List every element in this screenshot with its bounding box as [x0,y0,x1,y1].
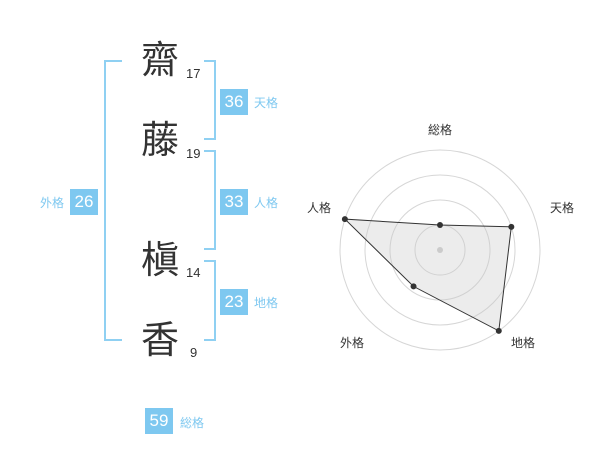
jinkaku-value: 33 [220,189,248,215]
chikaku-label: 地格 [254,296,279,310]
radar-axis-label-tenkaku: 天格 [550,201,575,215]
jinkaku-bracket [204,150,216,250]
stroke-count-1: 17 [186,66,201,81]
radar-ring [364,174,516,326]
name-char-4: 香 [140,318,179,362]
gaikaku-value: 26 [70,189,98,215]
radar-point [341,216,348,223]
tenkaku-bracket [204,60,216,140]
name-char-3: 槇 [140,238,179,282]
radar-point [437,222,443,228]
name-char-1: 齋 [140,38,179,82]
radar-axis-label-gaikaku: 外格 [340,336,365,350]
radar-chart [339,149,541,351]
chikaku-bracket [204,260,216,341]
gaikaku-bracket [104,60,122,341]
stroke-count-3: 14 [186,265,201,280]
radar-center-dot [437,247,443,253]
soukaku-label: 総格 [180,416,205,430]
radar-point [410,283,417,290]
jinkaku-label: 人格 [254,196,279,210]
radar-polygon [343,218,512,332]
tenkaku-value: 36 [220,89,248,115]
stroke-count-4: 9 [190,345,198,360]
stroke-count-2: 19 [186,146,201,161]
radar-axis-label-chikaku: 地格 [511,336,536,350]
chikaku-value: 23 [220,289,248,315]
radar-axis-label-soukaku: 総格 [428,123,453,137]
tenkaku-label: 天格 [254,96,279,110]
radar-point [495,327,502,334]
gaikaku-label: 外格 [40,196,65,210]
soukaku-value: 59 [145,408,173,434]
name-char-2: 藤 [140,118,179,162]
radar-ring [339,149,541,351]
radar-point [508,223,515,230]
radar-axis-label-jinkaku: 人格 [307,201,332,215]
